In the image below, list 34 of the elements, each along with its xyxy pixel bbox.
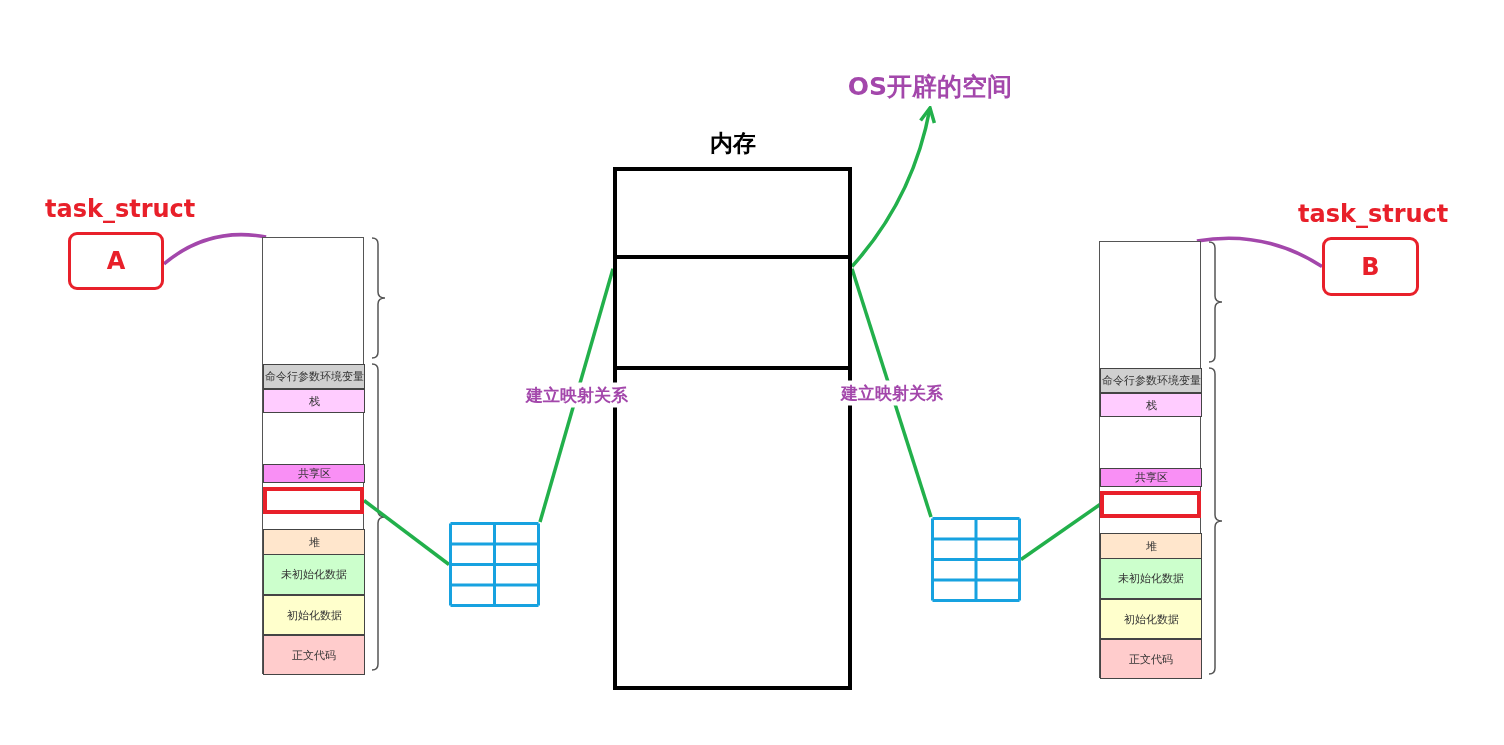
memory-segment: 栈 <box>1100 393 1202 417</box>
connector-line <box>1196 236 1323 268</box>
edge-label: 建立映射关系 <box>838 380 945 406</box>
address-space-column <box>1099 241 1201 678</box>
highlight-box <box>263 487 364 514</box>
memory-segment: 初始化数据 <box>263 595 365 635</box>
connector-line <box>162 232 267 266</box>
memory-title: 内存 <box>708 129 757 158</box>
process-box: B <box>1322 237 1419 296</box>
memory-segment: 共享区 <box>263 464 365 483</box>
memory-segment: 正文代码 <box>263 635 365 675</box>
page-table <box>449 522 540 607</box>
memory-segment: 共享区 <box>1100 468 1202 487</box>
memory-segment: 栈 <box>263 389 365 413</box>
memory-segment: 初始化数据 <box>1100 599 1202 639</box>
memory-segment: 正文代码 <box>1100 639 1202 679</box>
process-box: A <box>68 232 164 290</box>
memory-segment: 堆 <box>263 529 365 555</box>
connector-line <box>362 499 451 566</box>
memory-segment: 命令行参数环境变量 <box>1100 368 1202 393</box>
address-space-column <box>262 237 364 674</box>
highlight-box <box>1100 491 1201 518</box>
memory-segment: 堆 <box>1100 533 1202 559</box>
connector-line <box>850 268 933 518</box>
connector-line <box>538 268 615 523</box>
annotation-text: OS开辟的空间 <box>835 70 1025 108</box>
edge-label: 建立映射关系 <box>523 382 630 408</box>
memory-segment: 未初始化数据 <box>1100 558 1202 599</box>
node-title: task_struct <box>45 195 195 223</box>
arrow <box>850 106 936 268</box>
memory-segment: 命令行参数环境变量 <box>263 364 365 389</box>
page-table <box>931 517 1021 602</box>
connector-line <box>1020 503 1101 561</box>
memory-segment: 未初始化数据 <box>263 554 365 595</box>
